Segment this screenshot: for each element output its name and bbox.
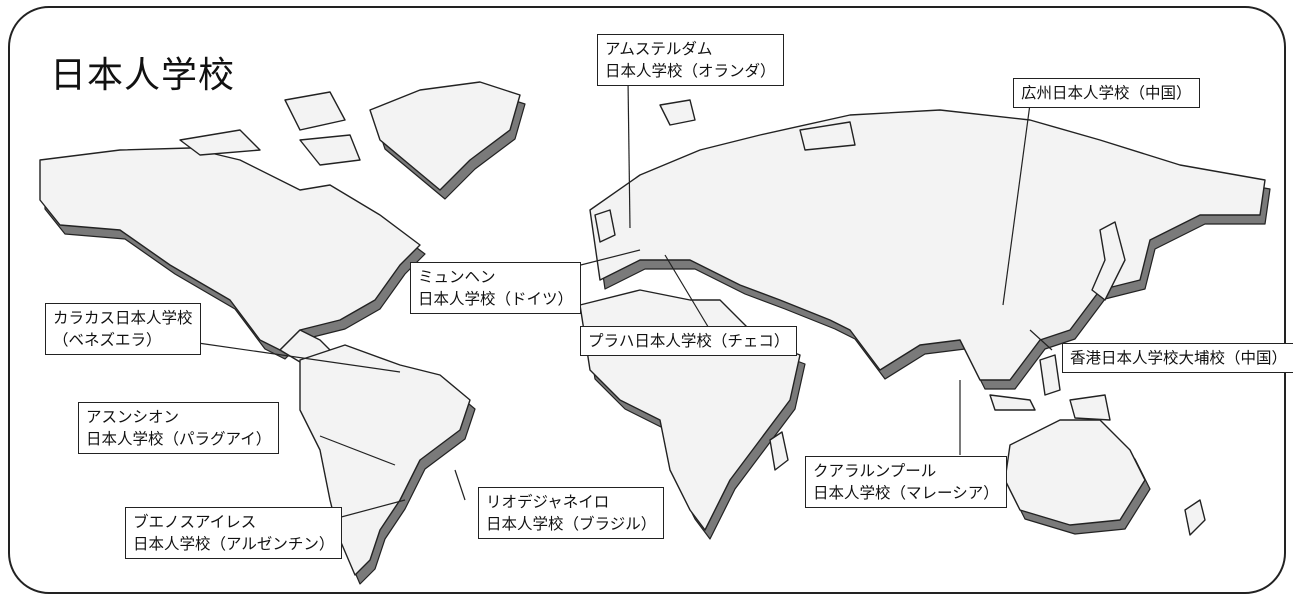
svalbard — [659, 99, 696, 126]
south-america — [299, 344, 471, 576]
label-munich: ミュンヘン日本人学校（ドイツ） — [410, 262, 582, 314]
label-asuncion: アスンシオン日本人学校（パラグアイ） — [78, 402, 280, 454]
british-isles — [594, 209, 616, 243]
leader-lines — [197, 79, 1053, 521]
southeast-asia-islands — [989, 354, 1111, 421]
label-guangzhou: 広州日本人学校（中国） — [1013, 78, 1200, 108]
label-hongkong: 香港日本人学校大埔校（中国） — [1062, 343, 1293, 373]
madagascar — [769, 431, 789, 471]
label-prague: プラハ日本人学校（チェコ） — [580, 326, 798, 356]
new-zealand — [1184, 499, 1206, 536]
japan — [1091, 221, 1126, 301]
greenland — [369, 81, 521, 191]
novaya-zemlya — [799, 121, 856, 151]
label-caracas: カラカス日本人学校（ベネズエラ） — [45, 303, 201, 355]
australia — [1004, 419, 1146, 526]
eurasia — [589, 109, 1266, 381]
label-kualalumpur: クアラルンプール日本人学校（マレーシア） — [805, 456, 1007, 508]
arctic-islands — [179, 91, 361, 166]
map-title: 日本人学校 — [50, 55, 236, 96]
label-rio: リオデジャネイロ日本人学校（ブラジル） — [478, 487, 665, 539]
label-buenosaires: ブエノスアイレス日本人学校（アルゼンチン） — [125, 507, 343, 559]
north-america — [39, 147, 421, 351]
label-amsterdam: アムステルダム日本人学校（オランダ） — [597, 34, 784, 86]
